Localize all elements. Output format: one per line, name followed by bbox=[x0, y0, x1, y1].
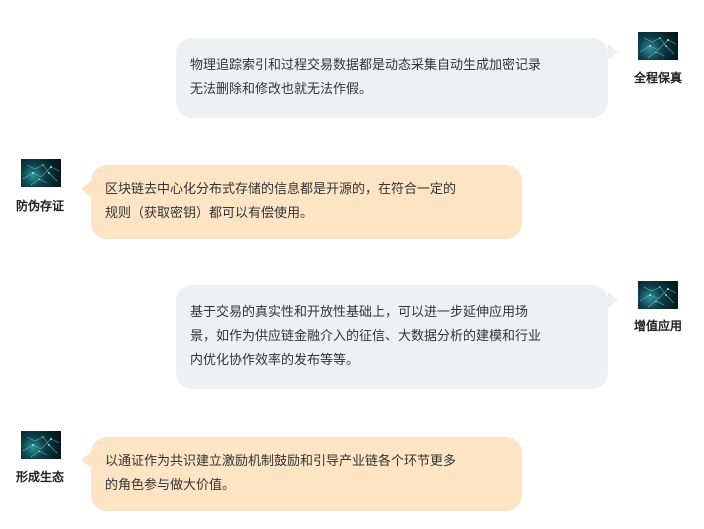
message-text-4: 以通证作为共识建立激励机制鼓励和引导产业链各个环节更多 的角色参与做大价值。 bbox=[105, 450, 456, 498]
message-line: 内优化协作效率的发布等等。 bbox=[190, 353, 360, 368]
message-bubble-2: 区块链去中心化分布式存储的信息都是开源的，在符合一定的 规则（获取密钥）都可以有… bbox=[91, 165, 522, 239]
caption-2: 防伪存证 bbox=[15, 199, 64, 213]
message-bubble-1: 物理追踪索引和过程交易数据都是动态采集自动生成加密记录 无法删除和修改也就无法作… bbox=[176, 38, 608, 118]
message-text-3: 基于交易的真实性和开放性基础上，可以进一步延伸应用场 景，如作为供应链金融介入的… bbox=[190, 301, 541, 373]
bubble-tail bbox=[81, 452, 91, 468]
message-line: 区块链去中心化分布式存储的信息都是开源的，在符合一定的 bbox=[105, 182, 457, 197]
avatar-circuit-network-icon bbox=[638, 281, 678, 309]
message-line: 基于交易的真实性和开放性基础上，可以进一步延伸应用场 bbox=[190, 305, 529, 320]
message-line: 以通证作为共识建立激励机制鼓励和引导产业链各个环节更多 bbox=[105, 454, 457, 469]
message-text-2: 区块链去中心化分布式存储的信息都是开源的，在符合一定的 规则（获取密钥）都可以有… bbox=[105, 178, 456, 226]
caption-3: 增值应用 bbox=[633, 319, 682, 333]
message-text-1: 物理追踪索引和过程交易数据都是动态采集自动生成加密记录 无法删除和修改也就无法作… bbox=[190, 54, 541, 102]
avatar-circuit-network-icon bbox=[21, 159, 61, 187]
message-line: 无法删除和修改也就无法作假。 bbox=[190, 82, 373, 97]
caption-1: 全程保真 bbox=[633, 71, 682, 85]
bubble-tail bbox=[608, 292, 618, 308]
bubble-tail bbox=[608, 44, 618, 60]
avatar-circuit-network-icon bbox=[21, 431, 61, 459]
message-line: 的角色参与做大价值。 bbox=[105, 478, 236, 493]
bubble-tail bbox=[81, 181, 91, 197]
message-line: 物理追踪索引和过程交易数据都是动态采集自动生成加密记录 bbox=[190, 58, 542, 73]
message-bubble-4: 以通证作为共识建立激励机制鼓励和引导产业链各个环节更多 的角色参与做大价值。 bbox=[91, 437, 522, 511]
caption-4: 形成生态 bbox=[15, 470, 64, 484]
avatar-circuit-network-icon bbox=[638, 32, 678, 60]
message-bubble-3: 基于交易的真实性和开放性基础上，可以进一步延伸应用场 景，如作为供应链金融介入的… bbox=[176, 285, 608, 389]
message-line: 景，如作为供应链金融介入的征信、大数据分析的建模和行业 bbox=[190, 329, 542, 344]
message-line: 规则（获取密钥）都可以有偿使用。 bbox=[105, 206, 314, 221]
